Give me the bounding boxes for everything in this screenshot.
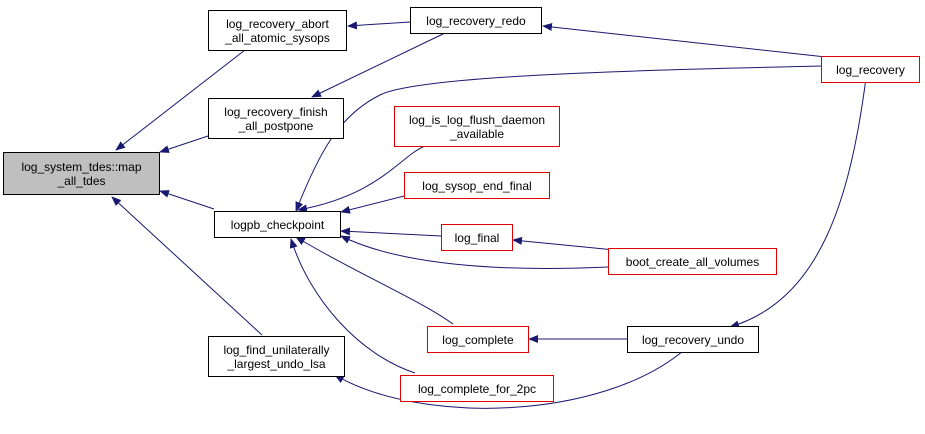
edge-checkpoint-to-map <box>159 190 215 210</box>
node-complete-for-2pc[interactable]: log_complete_for_2pc <box>400 375 554 402</box>
edge-2pc-to-checkpoint <box>289 238 416 374</box>
edge-flush-to-checkpoint <box>297 145 426 213</box>
node-label-line: _all_postpone <box>238 118 314 133</box>
node-log-final[interactable]: log_final <box>441 224 513 251</box>
node-label-line: log_system_tdes::map <box>21 159 142 174</box>
edge-finish-to-map <box>159 135 209 153</box>
node-finish-postpone[interactable]: log_recovery_finish _all_postpone <box>208 98 344 139</box>
node-log-recovery[interactable]: log_recovery <box>821 56 920 83</box>
node-label-line: _largest_undo_lsa <box>227 356 326 371</box>
node-recovery-undo[interactable]: log_recovery_undo <box>627 326 759 353</box>
node-log-complete[interactable]: log_complete <box>427 326 529 353</box>
node-abort-sysops[interactable]: log_recovery_abort _all_atomic_sysops <box>208 10 347 51</box>
node-label-line: _all_atomic_sysops <box>225 30 330 45</box>
node-label-line: log_complete_for_2pc <box>417 381 537 396</box>
node-label-line: log_recovery_undo <box>641 332 745 347</box>
node-label-line: log_recovery_finish <box>224 104 328 119</box>
node-label-line: log_find_unilaterally <box>223 342 330 357</box>
edge-final-to-checkpoint <box>340 227 442 237</box>
node-map-all-tdes[interactable]: log_system_tdes::map _all_tdes <box>3 152 160 195</box>
edge-recovery-to-checkpoint <box>295 65 822 212</box>
node-label-line: log_complete <box>442 332 514 347</box>
edge-redo-to-finish <box>311 32 446 98</box>
node-boot-create-all-volumes[interactable]: boot_create_all_volumes <box>608 248 777 275</box>
node-label-line: log_recovery <box>836 62 905 77</box>
node-checkpoint[interactable]: logpb_checkpoint <box>214 211 341 238</box>
node-is-flush-daemon[interactable]: log_is_log_flush_daemon _available <box>394 106 560 147</box>
node-label-line: _all_tdes <box>57 173 106 188</box>
edge-recovery-to-redo <box>542 23 836 59</box>
edge-find-to-map <box>111 196 263 336</box>
node-label-line: boot_create_all_volumes <box>625 254 760 269</box>
edge-sysopend-to-checkpoint <box>340 195 405 214</box>
node-label-line: log_recovery_redo <box>426 13 526 28</box>
node-recovery-redo[interactable]: log_recovery_redo <box>410 7 542 34</box>
node-label-line: log_is_log_flush_daemon <box>408 112 546 127</box>
node-label-line: log_final <box>454 230 500 245</box>
edge-abort-to-map <box>115 49 246 151</box>
node-label-line: log_recovery_abort <box>226 16 329 31</box>
node-label-line: logpb_checkpoint <box>230 217 325 232</box>
edge-boot-to-checkpoint <box>340 235 609 269</box>
edge-redo-to-abort <box>347 21 411 30</box>
edge-complete-to-checkpoint <box>295 236 454 325</box>
node-find-largest-undo[interactable]: log_find_unilaterally _largest_undo_lsa <box>208 336 345 377</box>
node-sysop-end-final[interactable]: log_sysop_end_final <box>404 172 550 199</box>
node-label-line: log_sysop_end_final <box>422 178 532 193</box>
edge-undo-to-find <box>334 350 684 409</box>
edge-boot-to-final <box>512 236 626 252</box>
edge-recovery-to-undo <box>729 77 867 329</box>
node-label-line: _available <box>449 126 505 141</box>
